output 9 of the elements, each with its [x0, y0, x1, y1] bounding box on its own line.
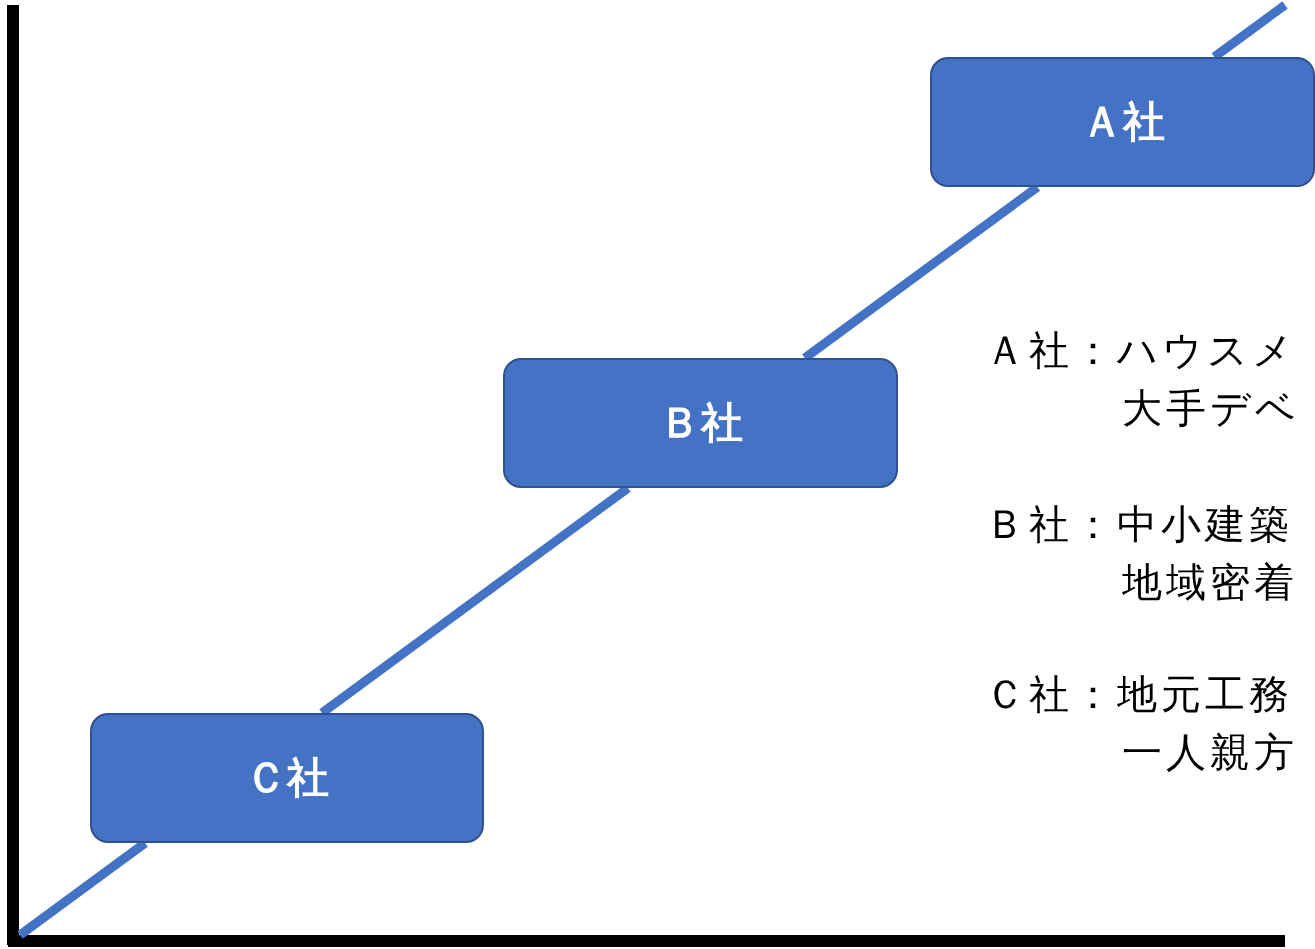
company-box: Ｃ社	[90, 713, 484, 843]
description-text: Ａ社：ハウスメ	[985, 326, 1297, 374]
company-box: Ａ社	[930, 57, 1315, 187]
description-text: 地域密着	[1122, 558, 1298, 606]
description-text: 大手デベ	[1122, 384, 1300, 432]
description-text: 一人親方	[1122, 728, 1298, 776]
description-text: Ｃ社：地元工務	[985, 670, 1293, 718]
description-text: Ｂ社：中小建築	[985, 500, 1293, 548]
company-box: Ｂ社	[503, 358, 898, 488]
